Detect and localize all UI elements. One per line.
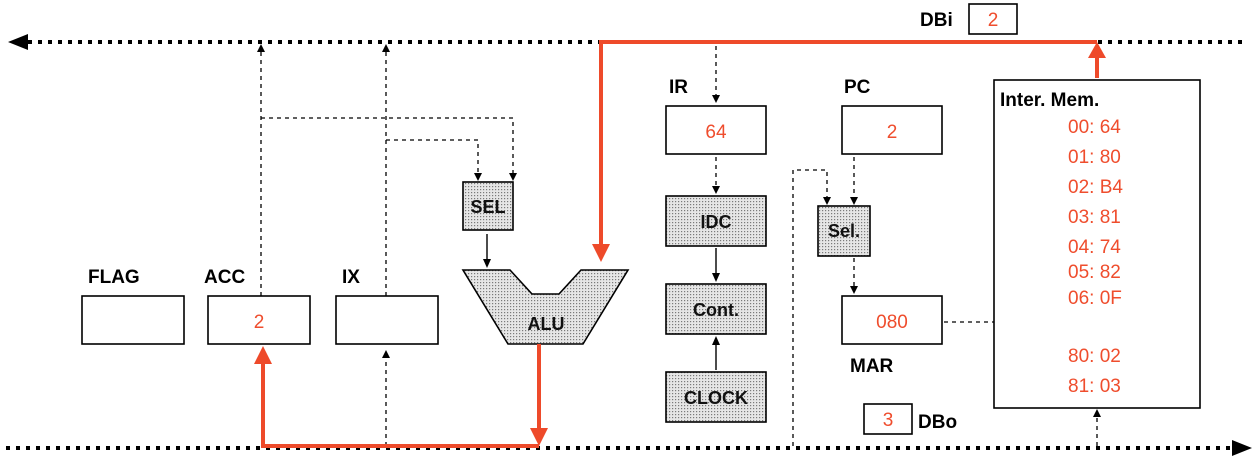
control-unit-label: Cont. [693, 300, 739, 320]
sel-unit [462, 181, 514, 231]
idc-unit [665, 195, 767, 247]
memory-rows: 00: 64 01: 80 02: B4 03: 81 04: 74 05: 8… [1068, 117, 1123, 397]
flow-arrow-icon [592, 244, 610, 262]
clock-unit-label: CLOCK [684, 388, 748, 408]
memory-title: Inter. Mem. [1000, 90, 1099, 111]
mar-value: 080 [876, 312, 908, 333]
output-bus-value: 3 [883, 410, 894, 431]
memory-row: 02: B4 [1068, 177, 1123, 198]
clock-unit [665, 371, 767, 423]
ir-value: 64 [705, 122, 727, 143]
idc-unit-label: IDC [701, 212, 732, 232]
memory-row: 05: 82 [1068, 262, 1121, 283]
ir-register [665, 105, 767, 155]
input-bus-value: 2 [988, 10, 999, 31]
output-data-bus [6, 440, 1252, 456]
memory-row: 03: 81 [1068, 207, 1121, 228]
memory-select-label: Sel. [828, 221, 860, 241]
memory-row: 04: 74 [1068, 237, 1121, 258]
input-bus-value-box [968, 3, 1018, 35]
bus-arrow-right-icon [1232, 440, 1252, 456]
active-flow-paths [254, 40, 1106, 448]
mar-label: MAR [850, 356, 894, 377]
acc-register [207, 295, 311, 345]
alu-unit-label: ALU [528, 314, 565, 334]
ir-label: IR [669, 77, 688, 98]
pc-register [841, 105, 943, 155]
alu-unit [461, 269, 630, 345]
control-lines [257, 44, 1101, 446]
acc-value: 2 [254, 312, 265, 333]
memory-row: 81: 03 [1068, 376, 1121, 397]
memory-select-unit [817, 205, 871, 257]
memory-row: 01: 80 [1068, 147, 1121, 168]
flow-arrow-icon [254, 346, 272, 364]
flag-label: FLAG [88, 267, 140, 288]
memory-row: 80: 02 [1068, 346, 1121, 367]
pc-label: PC [844, 77, 871, 98]
flow-arrow-icon [530, 428, 548, 446]
pc-value: 2 [887, 122, 898, 143]
output-bus-value-box [863, 403, 913, 435]
flag-register [81, 295, 185, 345]
memory-row: 00: 64 [1068, 117, 1121, 138]
sel-unit-label: SEL [470, 197, 505, 217]
bus-arrow-left-icon [8, 34, 28, 50]
ix-label: IX [342, 267, 360, 288]
ix-register [335, 295, 439, 345]
flow-arrow-icon [1088, 42, 1106, 58]
acc-label: ACC [204, 267, 245, 288]
internal-memory [993, 79, 1201, 409]
mar-register [841, 295, 943, 345]
output-bus-label: DBo [918, 412, 957, 433]
solid-internal-lines [483, 234, 720, 370]
input-bus-label: DBi [920, 10, 953, 31]
control-unit [665, 283, 767, 335]
memory-row: 06: 0F [1068, 288, 1122, 309]
